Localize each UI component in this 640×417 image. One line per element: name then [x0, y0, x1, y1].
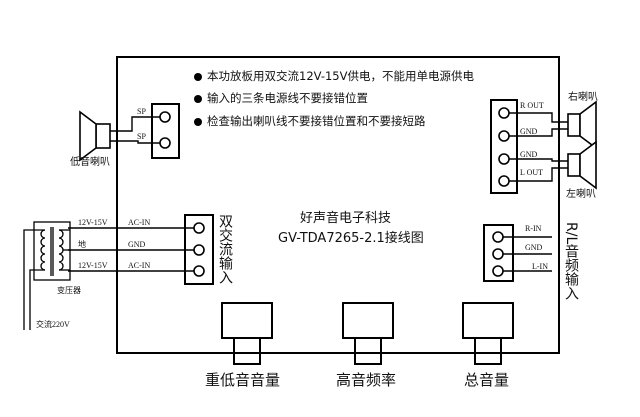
brand-title: 好声音电子科技	[300, 211, 392, 226]
knob-treble	[342, 302, 394, 365]
note-3: 检查输出喇叭线不要接错位置和不要接短路	[207, 114, 426, 128]
sp-terminal-1: SP	[137, 107, 146, 116]
in-gnd-terminal: GND	[525, 243, 543, 252]
r-out-terminal: R OUT	[520, 101, 544, 110]
in-screw-2	[492, 248, 504, 260]
bass-speaker-icon	[79, 110, 111, 162]
r-in-terminal: R-IN	[525, 224, 542, 233]
left-speaker-label: 左喇叭	[566, 189, 596, 200]
audio-input-label: R/L音频输入	[563, 222, 579, 301]
wire-label-1: 12V-15V	[78, 218, 108, 227]
transformer-label: 变压器	[57, 286, 81, 295]
knob-bass	[221, 302, 273, 365]
l-in-terminal: L-IN	[532, 262, 548, 271]
sp-connector	[151, 103, 180, 159]
wire-label-3: 12V-15V	[78, 261, 108, 270]
output-connector	[490, 99, 518, 194]
right-speaker-label: 右喇叭	[568, 92, 598, 103]
ac-screw-2	[193, 244, 205, 256]
left-speaker-icon	[567, 140, 597, 190]
out-gnd-terminal-2: GND	[520, 150, 538, 159]
note-bullet-2	[194, 95, 202, 103]
ac-in-terminal-2: AC-IN	[128, 261, 151, 270]
knob-master	[462, 302, 514, 365]
ac-in-terminal-1: AC-IN	[128, 218, 151, 227]
ac-screw-3	[193, 265, 205, 277]
out-screw-3	[498, 153, 510, 165]
sp-terminal-2: SP	[137, 132, 146, 141]
l-out-terminal: L OUT	[520, 168, 544, 177]
treble-frequency-label: 高音频率	[336, 371, 397, 389]
mains-label: 交流220V	[36, 320, 70, 329]
bass-volume-label: 重低音音量	[205, 371, 281, 389]
gnd-terminal: GND	[128, 240, 146, 249]
note-bullet-1	[194, 73, 202, 81]
master-volume-label: 总音量	[464, 371, 510, 389]
bass-speaker-label: 低音喇叭	[70, 157, 110, 168]
sp-screw-1	[159, 111, 171, 123]
sp-screw-2	[159, 137, 171, 149]
in-screw-1	[492, 231, 504, 243]
wire-label-2: 地	[78, 240, 86, 249]
power-connector-label: 双交流输入	[217, 214, 233, 284]
right-speaker-icon	[567, 100, 597, 150]
note-1: 本功放板用双交流12V-15V供电，不能用单电源供电	[207, 69, 474, 83]
ac-screw-1	[193, 222, 205, 234]
amplifier-board	[116, 56, 560, 354]
transformer-icon	[23, 221, 71, 330]
model-title: GV-TDA7265-2.1接线图	[278, 231, 424, 246]
out-screw-4	[498, 175, 510, 187]
out-screw-2	[498, 130, 510, 142]
out-gnd-terminal-1: GND	[520, 127, 538, 136]
input-connector	[483, 224, 514, 282]
in-screw-3	[492, 265, 504, 277]
note-2: 输入的三条电源线不要接错位置	[207, 91, 368, 105]
note-bullet-3	[194, 118, 202, 126]
out-screw-1	[498, 107, 510, 119]
